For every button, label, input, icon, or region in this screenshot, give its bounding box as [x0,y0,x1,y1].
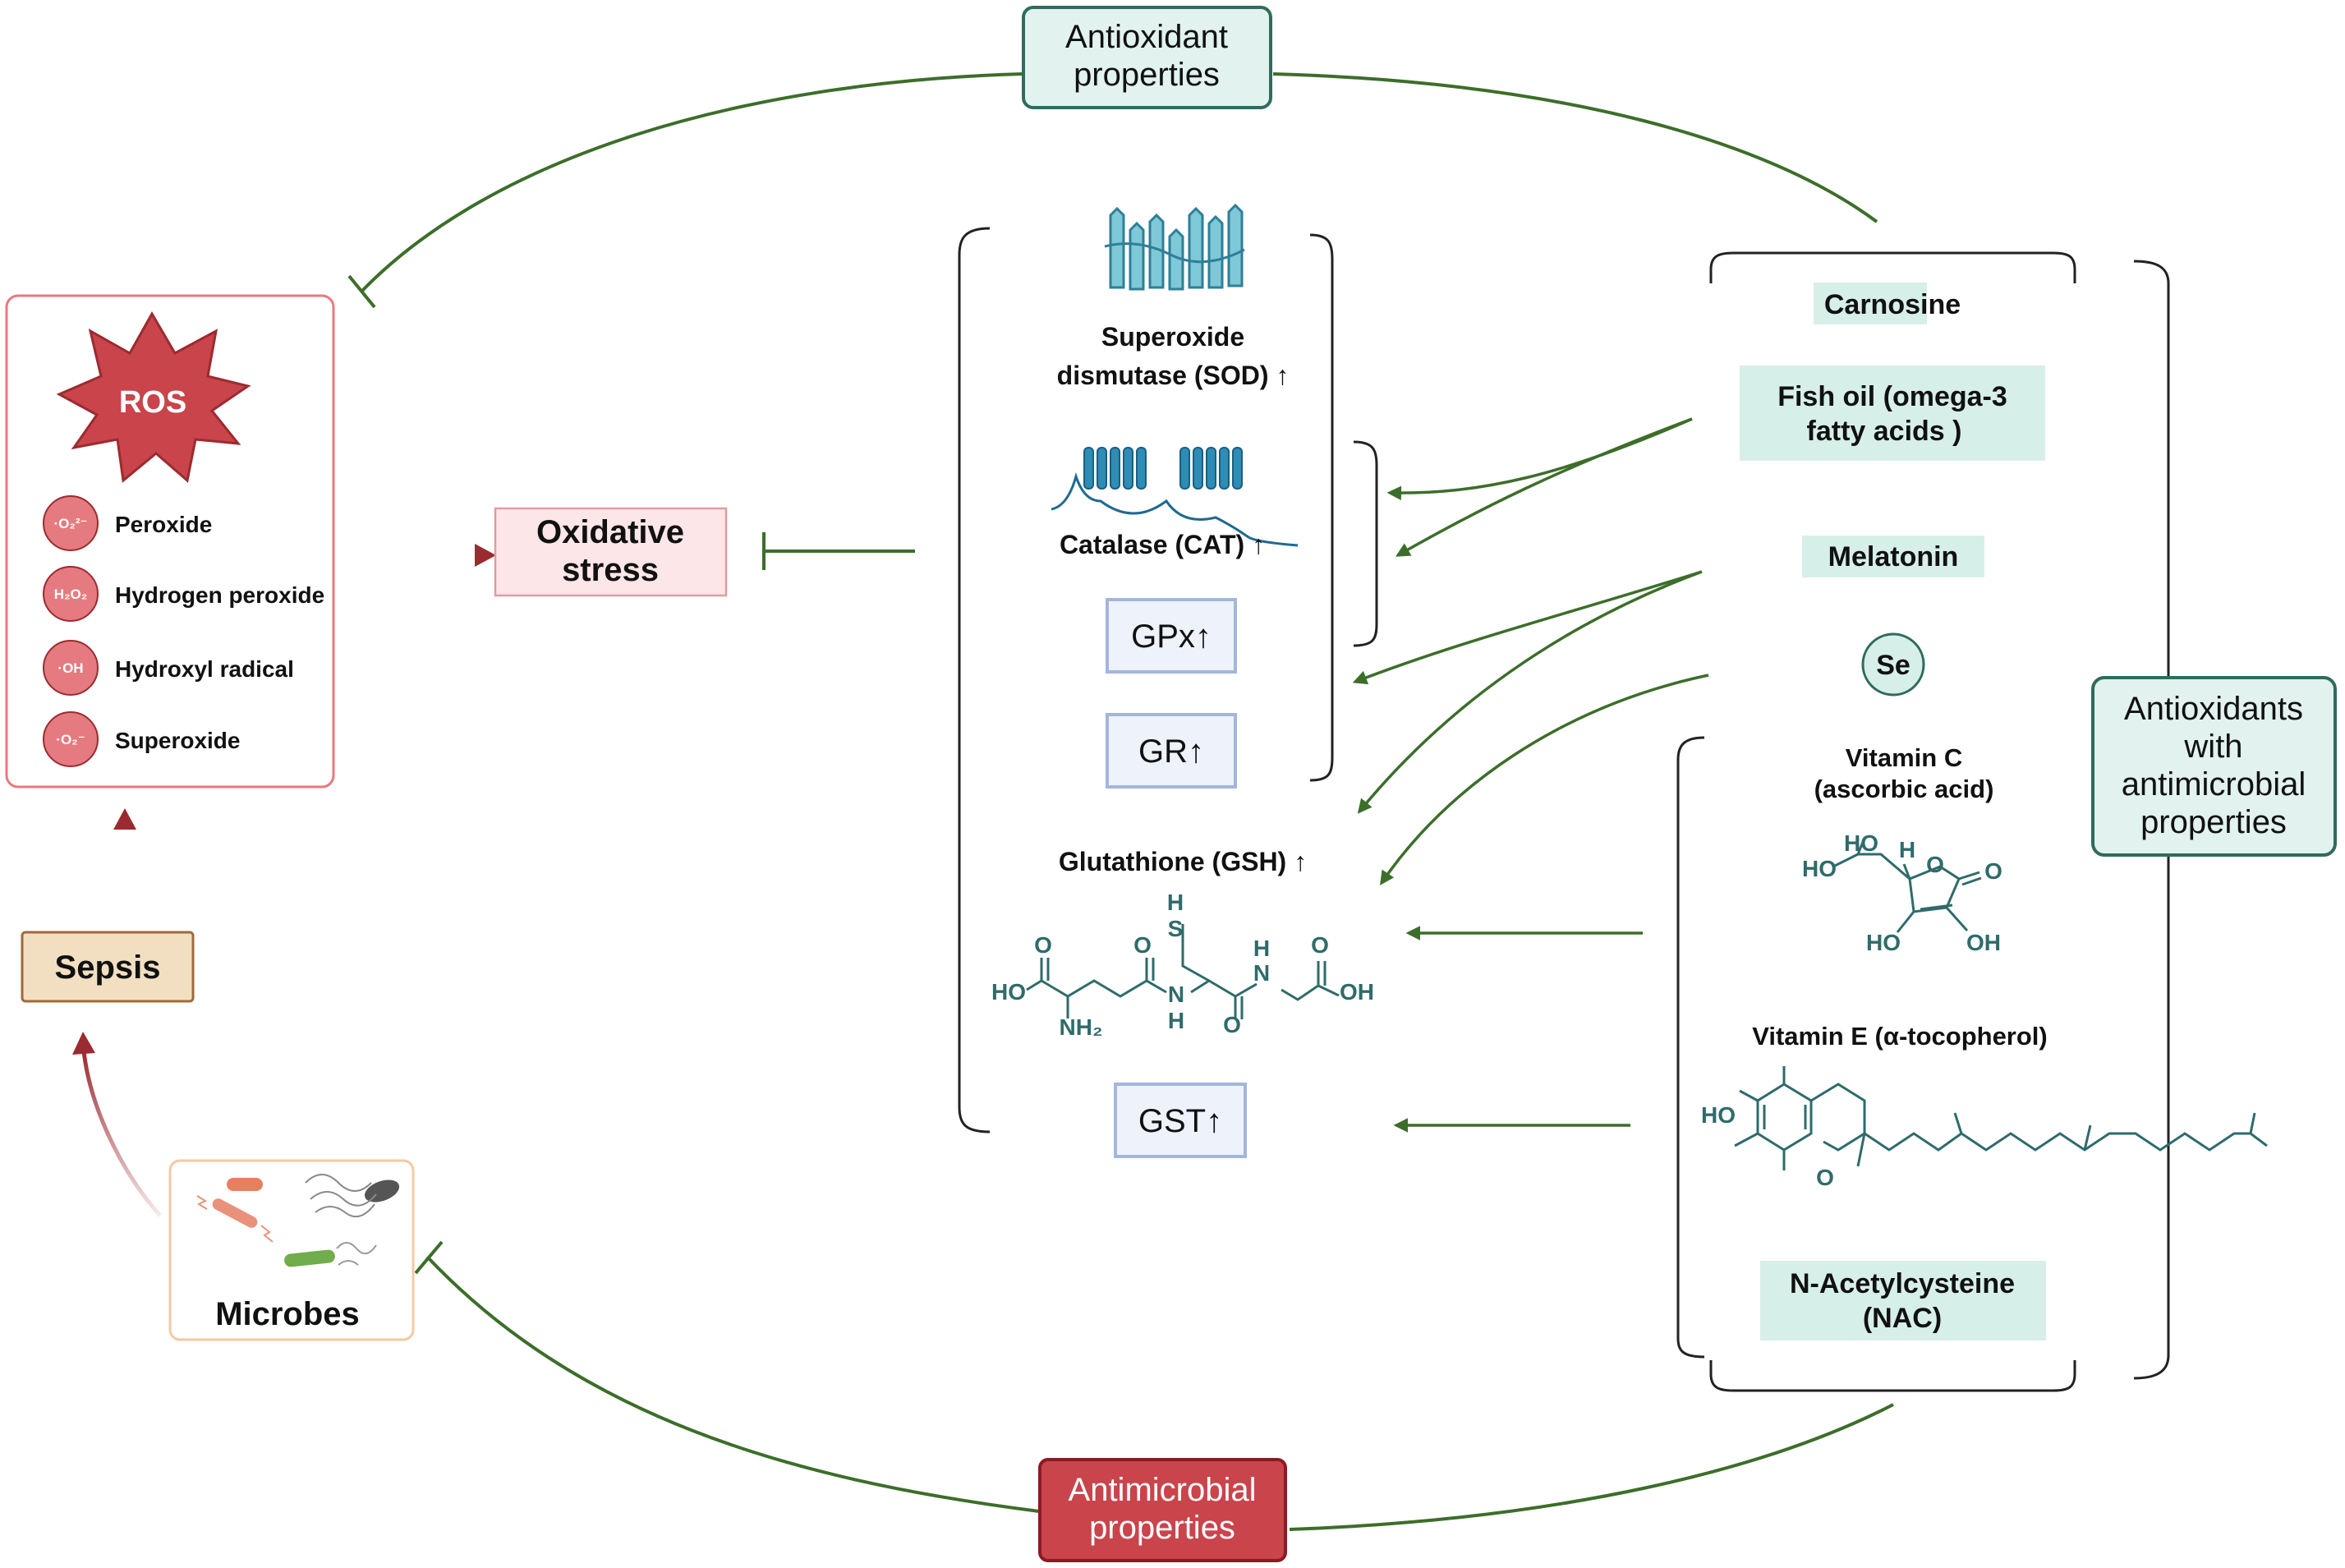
melatonin-label: Melatonin [1828,541,1959,572]
vitamin-e-molecule [1734,1066,2268,1170]
antioxidant-properties-line1: Antioxidant [1065,19,1228,55]
oxidative-stress-line1: Oxidative [536,514,684,550]
vitc-atom-ho-bottom: HO [1866,930,1901,955]
gsh-atom-o1: O [1034,932,1052,958]
microbes-label: Microbes [215,1296,360,1332]
nac-line2: (NAC) [1863,1303,1942,1334]
fish-oil-box [1740,366,2045,461]
gsh-atom-nh2: NH₂ [1060,1014,1103,1040]
vite-atom-o: O [1816,1165,1834,1190]
gsh-atom-o4: O [1223,1012,1241,1037]
vitc-atom-h: H [1899,837,1915,862]
gsh-atom-h-n2: H [1253,936,1270,961]
gpx-box [1106,598,1237,674]
gsh-atom-o3: O [1311,932,1329,958]
ros-badges [43,495,99,767]
sod-label-line2: dismutase (SOD) ↑ [1057,361,1290,390]
vitc-atom-o-carbonyl: O [1984,858,2002,884]
oxidative-stress-box [494,507,728,597]
right-label-line2: with [2183,729,2242,765]
nac-box [1760,1261,2046,1340]
cat-label: Catalase (CAT) ↑ [1060,530,1265,559]
right-label-line3: antimicrobial [2122,766,2306,802]
antimicrobial-properties-line1: Antimicrobial [1069,1472,1257,1508]
gsh-atom-n2: N [1253,960,1270,986]
antimicrobial-inhibition-curve [414,1240,1894,1531]
carnosine-label: Carnosine [1824,289,1961,320]
gst-label: GST↑ [1138,1103,1222,1139]
ros-badge-peroxide: ·O₂²⁻ [53,516,87,531]
ros-badge-superoxide: ·O₂⁻ [56,732,85,747]
sod-protein-icon [1104,203,1245,291]
fish-oil-line1: Fish oil (omega-3 [1777,381,2007,412]
catalase-protein-icon [1051,447,1299,547]
gsh-atom-h-top: H [1167,890,1184,915]
vitc-atom-oh-bottom: OH [1966,930,2001,955]
vite-atom-ho: HO [1701,1102,1736,1128]
ros-label-peroxide: Peroxide [115,512,212,537]
gsh-atom-h-n1: H [1168,1008,1184,1033]
vitamin-e-label: Vitamin E (α-tocopherol) [1752,1022,2048,1051]
carnosine-box [1814,283,1927,324]
ros-label-superoxide: Superoxide [115,728,240,753]
vitamin-c-molecule [1832,841,1982,933]
vitc-atom-ho-top: HO [1844,830,1878,856]
ros-to-stress-arrow [361,544,496,567]
gst-box [1114,1083,1247,1158]
ros-burst-icon [56,310,251,483]
melatonin-box [1802,536,1984,577]
vitc-atom-ho-left: HO [1802,856,1837,881]
gsh-label: Glutathione (GSH) ↑ [1059,847,1307,876]
enzyme-bracket [958,227,1378,1133]
selenium-badge [1861,632,1925,697]
gsh-atom-ho: HO [991,979,1026,1005]
ros-title: ROS [119,385,186,420]
fish-oil-line2: fatty acids ) [1807,416,1962,447]
selenium-label: Se [1876,650,1910,681]
gsh-atom-s: S [1168,916,1184,941]
bacteria-icon [196,1174,400,1267]
antioxidants-antimicrobial-box [2091,676,2337,857]
gr-box [1106,713,1237,789]
gsh-atom-oh: OH [1340,979,1374,1005]
right-label-line1: Antioxidants [2124,691,2303,727]
oxidative-stress-line2: stress [562,552,659,588]
gsh-atom-o2: O [1133,932,1152,958]
enzyme-inhibition-arrow [762,532,915,570]
antimicrobial-properties-box [1038,1458,1287,1562]
antioxidant-inhibition-curve [347,72,1878,309]
sepsis-box [21,931,195,1003]
vitc-atom-o-ring: O [1926,852,1944,877]
ros-badge-hydroxyl: ·OH [57,660,83,676]
ros-label-hydroxyl: Hydroxyl radical [115,656,294,682]
vitamin-c-line1: Vitamin C [1846,743,1962,772]
sepsis-to-ros-arrow [113,808,136,924]
ros-label-hydrogen-peroxide: Hydrogen peroxide [115,582,324,608]
right-label-line4: properties [2140,804,2287,840]
gpx-label: GPx↑ [1131,618,1212,655]
microbes-to-sepsis-arrow [72,1032,162,1217]
vitamin-c-line2: (ascorbic acid) [1814,775,1994,803]
ros-badge-hydrogen-peroxide: H₂O₂ [54,586,88,602]
antioxidant-properties-line2: properties [1074,57,1220,93]
nac-line1: N-Acetylcysteine [1790,1268,2015,1299]
stimulation-arrows [1352,417,1709,1133]
antioxidant-properties-box [1022,6,1272,109]
gr-label: GR↑ [1138,733,1204,770]
gsh-molecule [1026,924,1340,1019]
sod-label-line1: Superoxide [1101,322,1244,352]
gsh-atom-n1: N [1168,982,1184,1007]
antimicrobial-properties-line2: properties [1089,1510,1235,1546]
sepsis-label: Sepsis [55,950,161,986]
